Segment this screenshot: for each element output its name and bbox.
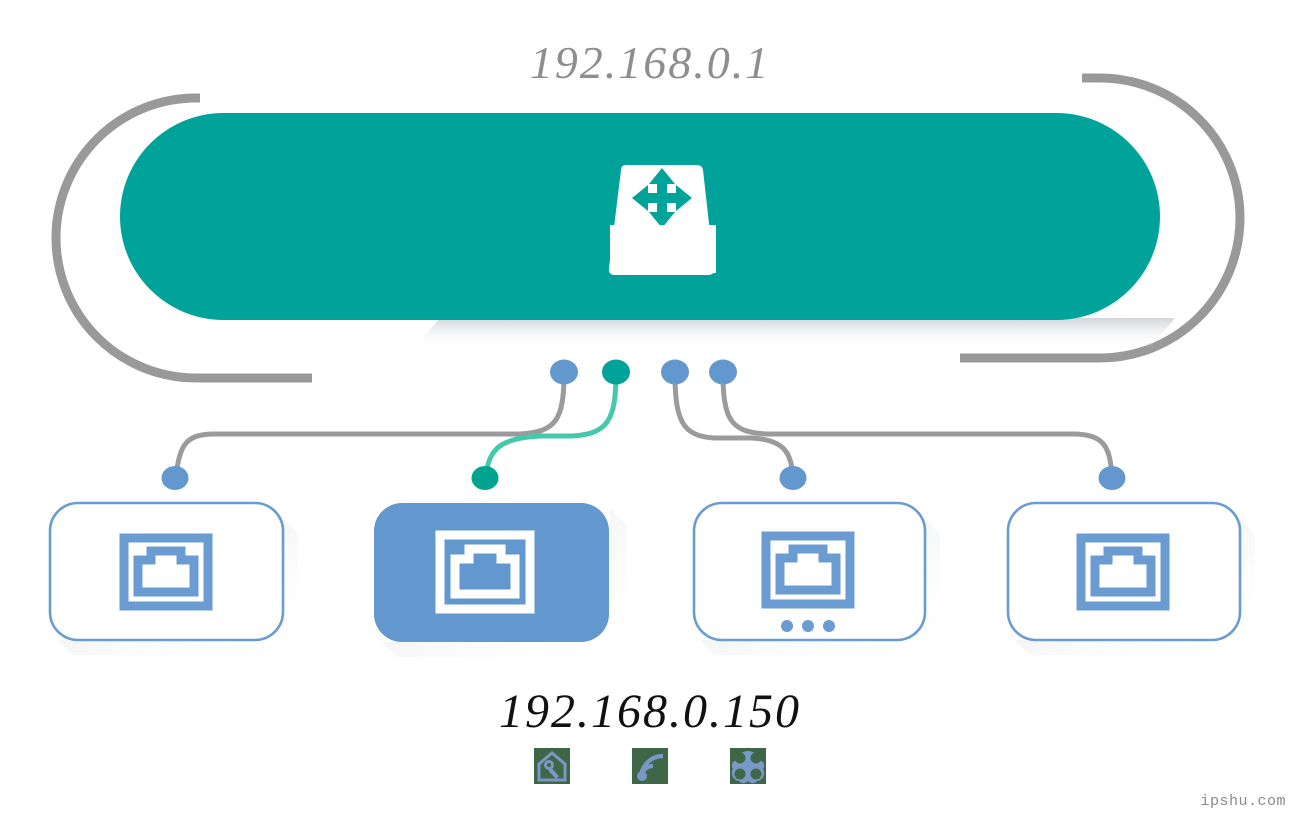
multicast-badge[interactable] (730, 748, 766, 784)
home-wrench-icon (537, 751, 567, 782)
host-link-dot-1[interactable] (161, 466, 189, 490)
ethernet-port-icon (761, 531, 855, 609)
more-hosts-ellipsis-icon (781, 620, 835, 632)
host-node-1[interactable] (48, 501, 285, 642)
host-node-2[interactable] (374, 503, 609, 642)
host-link-dot-2[interactable] (471, 466, 499, 490)
host-link-dots (161, 466, 1126, 490)
ethernet-port-icon (119, 533, 213, 611)
cable-group (173, 370, 1115, 480)
host-node-3[interactable] (692, 501, 927, 642)
host-link-dot-3[interactable] (779, 466, 807, 490)
cable-port3-host3 (672, 370, 796, 480)
ethernet-port-icon (1076, 533, 1170, 611)
host-ip-label: 192.168.0.150 (499, 685, 801, 738)
gateway-ip-label: 192.168.0.1 (529, 37, 771, 88)
gateway-port-2[interactable] (602, 359, 630, 385)
cable-port1-host1 (173, 370, 567, 479)
private-address-badge[interactable] (534, 748, 570, 784)
badge-row (0, 748, 1300, 784)
gateway-port-3[interactable] (661, 359, 689, 385)
network-boundary-bracket-icon (51, 73, 1245, 383)
ethernet-port-icon (435, 530, 535, 614)
site-watermark: ipshu.com (1200, 793, 1286, 810)
cable-port2-host2 (483, 370, 619, 480)
host-node-4[interactable] (1006, 501, 1242, 642)
gateway-bar-shadow (415, 318, 1175, 348)
network-switch-icon (608, 165, 716, 275)
gateway-port-4[interactable] (709, 359, 737, 385)
gateway-port-1[interactable] (550, 359, 578, 385)
host-link-dot-4[interactable] (1098, 466, 1126, 490)
wireless-badge[interactable] (632, 748, 668, 784)
cable-port4-host4 (720, 370, 1115, 480)
gateway-port-dots (550, 359, 737, 385)
